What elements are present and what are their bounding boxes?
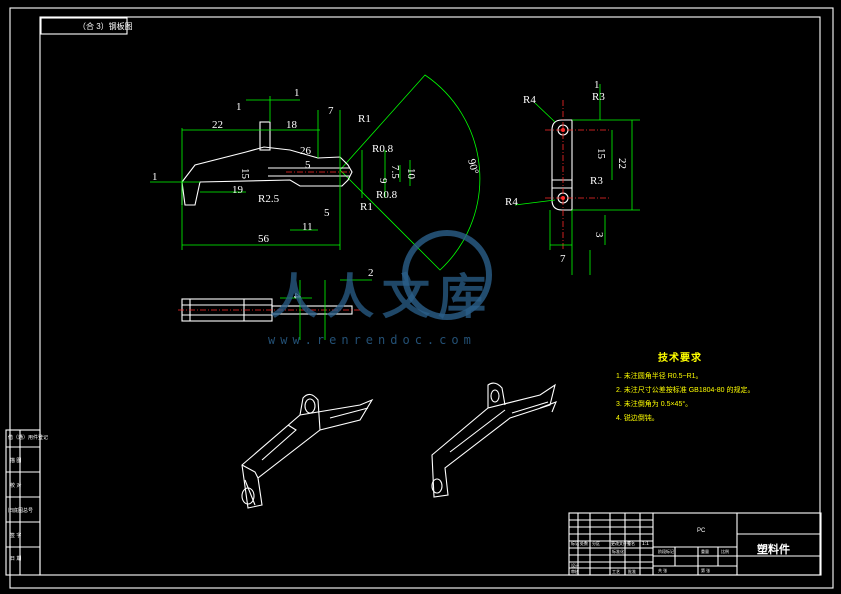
isometric-view-right — [431, 382, 557, 498]
bottom-view — [178, 279, 372, 340]
tech-note-3: 3. 未注倒角为 0.5×45°。 — [616, 401, 693, 408]
dim-front-13: 1 — [152, 171, 158, 183]
dim-front-14: 19 — [232, 184, 244, 196]
tech-note-2: 2. 未注尺寸公差按标准 GB1804-80 的规定。 — [616, 387, 755, 394]
top-label-box — [40, 17, 128, 35]
cell-1: 标准化 — [612, 549, 624, 554]
row-label-4: 签名 — [627, 541, 635, 546]
watermark-url: www.renrendoc.com — [268, 333, 476, 347]
dim-front-11: 7.5 — [389, 165, 401, 179]
dim-side-1: R4 — [523, 94, 536, 106]
cell-0: 设计 — [571, 563, 579, 568]
dim-front-6: 18 — [286, 119, 298, 131]
dim-front-9: 26 — [300, 145, 312, 157]
cell-3: 重量 — [701, 549, 709, 554]
row-label-1: 处数 — [580, 541, 588, 546]
cell-5: 审核 — [571, 569, 579, 574]
strip-label-2: 校 对 — [10, 483, 22, 489]
strip-label-4: 签 字 — [10, 533, 22, 539]
dim-side-3: 1 — [594, 79, 600, 91]
tech-notes-heading: 技术要求 — [658, 353, 702, 364]
dim-side-7: R4 — [505, 196, 518, 208]
dim-front-8: 15 — [239, 168, 251, 180]
dim-side-6: R3 — [590, 175, 603, 187]
dim-side-5: 22 — [616, 158, 628, 169]
tech-note-1: 1. 未注圆角半径 R0.5~R1。 — [616, 373, 703, 380]
dim-bottom-1: 4 — [291, 293, 303, 299]
strip-label-5: 日 期 — [10, 556, 22, 562]
dim-side-4: 15 — [595, 148, 607, 160]
dim-side-8: 3 — [593, 232, 605, 238]
dim-front-15: R2.5 — [258, 193, 280, 205]
strip-label-3: 旧底图总号 — [8, 508, 34, 514]
cell-8: 共 张 — [658, 568, 668, 573]
side-view — [514, 84, 640, 275]
row-label-2: 分区 — [592, 541, 600, 546]
strip-label-0: 借（通）用件登记 — [8, 435, 49, 441]
dim-front-21: 5 — [305, 159, 311, 171]
dim-front-1: 1 — [236, 101, 242, 113]
dimension-labels: 1 1 7 R1 22 18 R0.8 15 26 9 7.5 10 1 19 … — [152, 79, 628, 299]
dim-front-3: 7 — [328, 105, 334, 117]
dim-front-17: R1 — [360, 201, 373, 213]
dim-side-2: R3 — [592, 91, 605, 103]
cell-7: 批准 — [628, 569, 636, 574]
dim-front-20: 56 — [258, 233, 270, 245]
dim-bottom-2: 2 — [368, 267, 374, 279]
strip-label-1: 描 图 — [10, 458, 22, 464]
watermark-text: 人人文库 — [270, 269, 495, 325]
cell-9: 第 张 — [701, 568, 711, 573]
dim-front-2: 1 — [294, 87, 300, 99]
watermark-logo — [402, 230, 492, 320]
material-label: PC — [697, 528, 706, 534]
dim-front-10: 9 — [377, 178, 389, 184]
outer-border — [9, 7, 834, 589]
title-block — [568, 512, 822, 576]
dim-front-16: R0.8 — [376, 189, 398, 201]
row-label-0: 标记 — [571, 541, 579, 546]
tech-note-4: 4. 锐边倒钝。 — [616, 415, 659, 422]
dim-side-9: 7 — [560, 253, 566, 265]
cell-6: 工艺 — [612, 569, 620, 574]
dim-front-19: 11 — [302, 221, 313, 233]
dim-front-18: 5 — [324, 207, 330, 219]
isometric-view-left — [241, 393, 374, 509]
row-label-3: 更改文件号 — [611, 541, 631, 546]
dim-front-4: R1 — [358, 113, 371, 125]
tech-notes: 技术要求 1. 未注圆角半径 R0.5~R1。 2. 未注尺寸公差按标准 GB1… — [616, 352, 754, 426]
cell-4: 比例 — [721, 549, 729, 554]
angle-arc — [339, 74, 481, 271]
front-view — [150, 96, 411, 250]
top-label: （合 3）钢板图 — [78, 22, 133, 31]
dim-front-12: 10 — [405, 168, 417, 180]
inner-border — [39, 16, 821, 576]
part-name: 塑料件 — [757, 544, 790, 556]
dim-front-22: 90° — [465, 158, 481, 176]
dim-front-7: R0.8 — [372, 143, 394, 155]
scale-value: 1:1 — [642, 541, 649, 547]
cell-2: 阶段标记 — [658, 549, 674, 554]
left-strip-table — [5, 429, 41, 576]
dim-front-5: 22 — [212, 119, 223, 131]
